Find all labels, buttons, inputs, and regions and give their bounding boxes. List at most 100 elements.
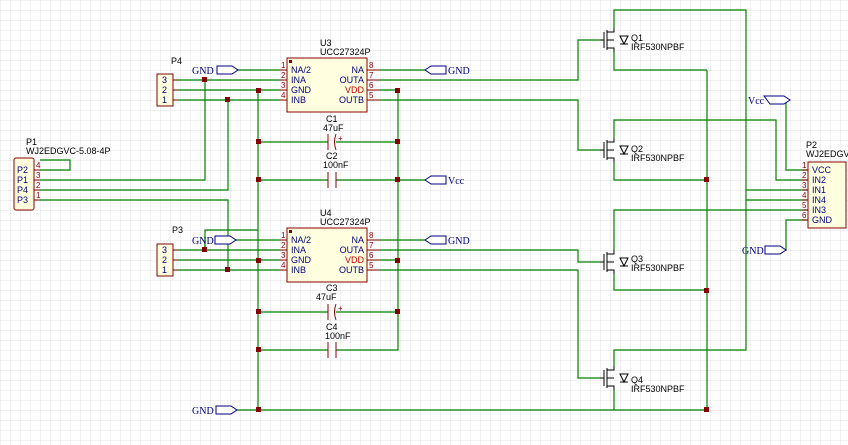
pin-number: 2 [281, 71, 286, 80]
component-value: 47uF [323, 123, 344, 133]
pin-number: 6 [369, 251, 374, 260]
net-label-text: GND [448, 236, 470, 247]
pin-number: 3 [36, 171, 41, 180]
component-ref: C4 [326, 322, 338, 332]
pin-number: 2 [281, 241, 286, 250]
pin-name: P3 [17, 195, 28, 205]
pin-name: P2 [17, 165, 28, 175]
mosfet-q1[interactable]: Q1 IRF530NPBF [600, 28, 685, 52]
net-label-gnd-bottom[interactable]: GND [192, 405, 238, 417]
net-label-text: GND [742, 246, 764, 257]
capacitor-c3[interactable]: C3 47uF + [316, 283, 343, 321]
component-value: WJ2EDGV [806, 149, 848, 159]
component-ref: Q4 [631, 375, 643, 385]
mosfet-q2[interactable]: Q2 IRF530NPBF [600, 138, 685, 163]
component-value: UCC27324P [320, 217, 371, 227]
pin-number: 3 [281, 251, 286, 260]
pin-number: 2 [802, 171, 807, 180]
pin-name: P1 [17, 175, 28, 185]
pin-name: OUTA [340, 245, 364, 255]
pin-number: 4 [281, 261, 286, 270]
capacitor-c4[interactable]: C4 100nF [325, 322, 351, 358]
connector-p1[interactable]: P1 WJ2EDGVC-5.08-4P P2 P1 P4 P3 4 3 2 1 [13, 137, 111, 211]
pin-name: VCC [812, 165, 832, 175]
net-label-gnd-u4-left[interactable]: GND [192, 235, 237, 247]
pin-name: GND [291, 85, 312, 95]
pin-number: 5 [802, 201, 807, 210]
net-label-vcc-mid[interactable]: Vcc [424, 175, 465, 187]
pin-name: IN4 [812, 195, 826, 205]
net-label-vcc-p2[interactable]: Vcc [748, 95, 791, 107]
pin-name: OUTB [339, 265, 364, 275]
pin-name: GND [291, 255, 312, 265]
wires [40, 9, 808, 411]
component-ref: U3 [320, 38, 332, 48]
pin-name: IN1 [812, 185, 826, 195]
component-value: 100nF [323, 160, 349, 170]
pin-number: 2 [162, 255, 167, 265]
pin-number: 8 [369, 231, 374, 240]
pin-name: IN2 [812, 175, 826, 185]
component-ref: Q3 [631, 254, 643, 264]
pin-name: IN3 [812, 205, 826, 215]
net-label-text: Vcc [748, 96, 765, 107]
net-label-text: GND [192, 406, 214, 417]
pin-number: 2 [36, 181, 41, 190]
connector-p4[interactable]: P4 3 2 1 [156, 56, 182, 107]
component-value: WJ2EDGVC-5.08-4P [26, 146, 111, 156]
pin-number: 6 [369, 81, 374, 90]
ic-u4[interactable]: U4 UCC27324P 1 2 3 4 NA/2 INA GND INB 8 … [280, 208, 380, 283]
component-ref: P3 [172, 225, 183, 235]
net-label-text: Vcc [448, 176, 465, 187]
pin-number: 1 [162, 265, 167, 275]
pin-number: 1 [36, 191, 41, 200]
ic-u3[interactable]: U3 UCC27324P 1 2 3 4 NA/2 INA GND INB 8 … [280, 38, 380, 113]
mosfet-q3[interactable]: Q3 IRF530NPBF [600, 250, 685, 274]
pin-number: 6 [802, 211, 807, 220]
component-value: IRF530NPBF [631, 153, 685, 163]
polarity-plus-icon: + [338, 304, 343, 313]
pin-name: NA/2 [291, 65, 311, 75]
pin-name: VDD [345, 255, 365, 265]
pin-number: 7 [369, 241, 374, 250]
pin-number: 2 [162, 85, 167, 95]
pin-number: 1 [281, 231, 286, 240]
net-label-gnd-p2[interactable]: GND [742, 245, 787, 257]
pin-number: 1 [802, 161, 807, 170]
pin-number: 4 [36, 161, 41, 170]
pin-number: 1 [162, 95, 167, 105]
junctions [202, 77, 709, 412]
pin-name: NA/2 [291, 235, 311, 245]
pin-name: INA [291, 245, 306, 255]
net-label-gnd-u3-left[interactable]: GND [192, 65, 239, 77]
pin-name: OUTB [339, 95, 364, 105]
component-ref: P2 [806, 140, 817, 150]
connector-p3[interactable]: P3 3 2 1 [156, 225, 183, 277]
component-ref: Q1 [631, 33, 643, 43]
pin-name: INB [291, 95, 306, 105]
pin-number: 8 [369, 61, 374, 70]
capacitor-c2[interactable]: C2 100nF [323, 151, 349, 188]
pin-number: 3 [802, 181, 807, 190]
component-value: 47uF [316, 292, 337, 302]
component-value: IRF530NPBF [631, 263, 685, 273]
net-label-gnd-u3-right[interactable]: GND [424, 65, 470, 77]
pin-name: INA [291, 75, 306, 85]
net-label-text: GND [448, 66, 470, 77]
component-value: IRF530NPBF [631, 42, 685, 52]
component-value: 100nF [325, 331, 351, 341]
pin-name: P4 [17, 185, 28, 195]
pin-number: 3 [281, 81, 286, 90]
pin-name: NA [351, 235, 364, 245]
mosfet-q4[interactable]: Q4 IRF530NPBF [600, 366, 685, 394]
pin-number: 5 [369, 261, 374, 270]
connector-p2[interactable]: P2 WJ2EDGV 1 2 3 4 5 6 VCC IN2 IN1 IN4 I… [802, 140, 848, 229]
component-ref: U4 [320, 208, 332, 218]
component-ref: C1 [326, 114, 338, 124]
pin-name: VDD [345, 85, 365, 95]
capacitor-c1[interactable]: C1 47uF + [323, 114, 344, 151]
net-label-gnd-u4-right[interactable]: GND [424, 235, 470, 247]
pin-number: 3 [162, 75, 167, 85]
